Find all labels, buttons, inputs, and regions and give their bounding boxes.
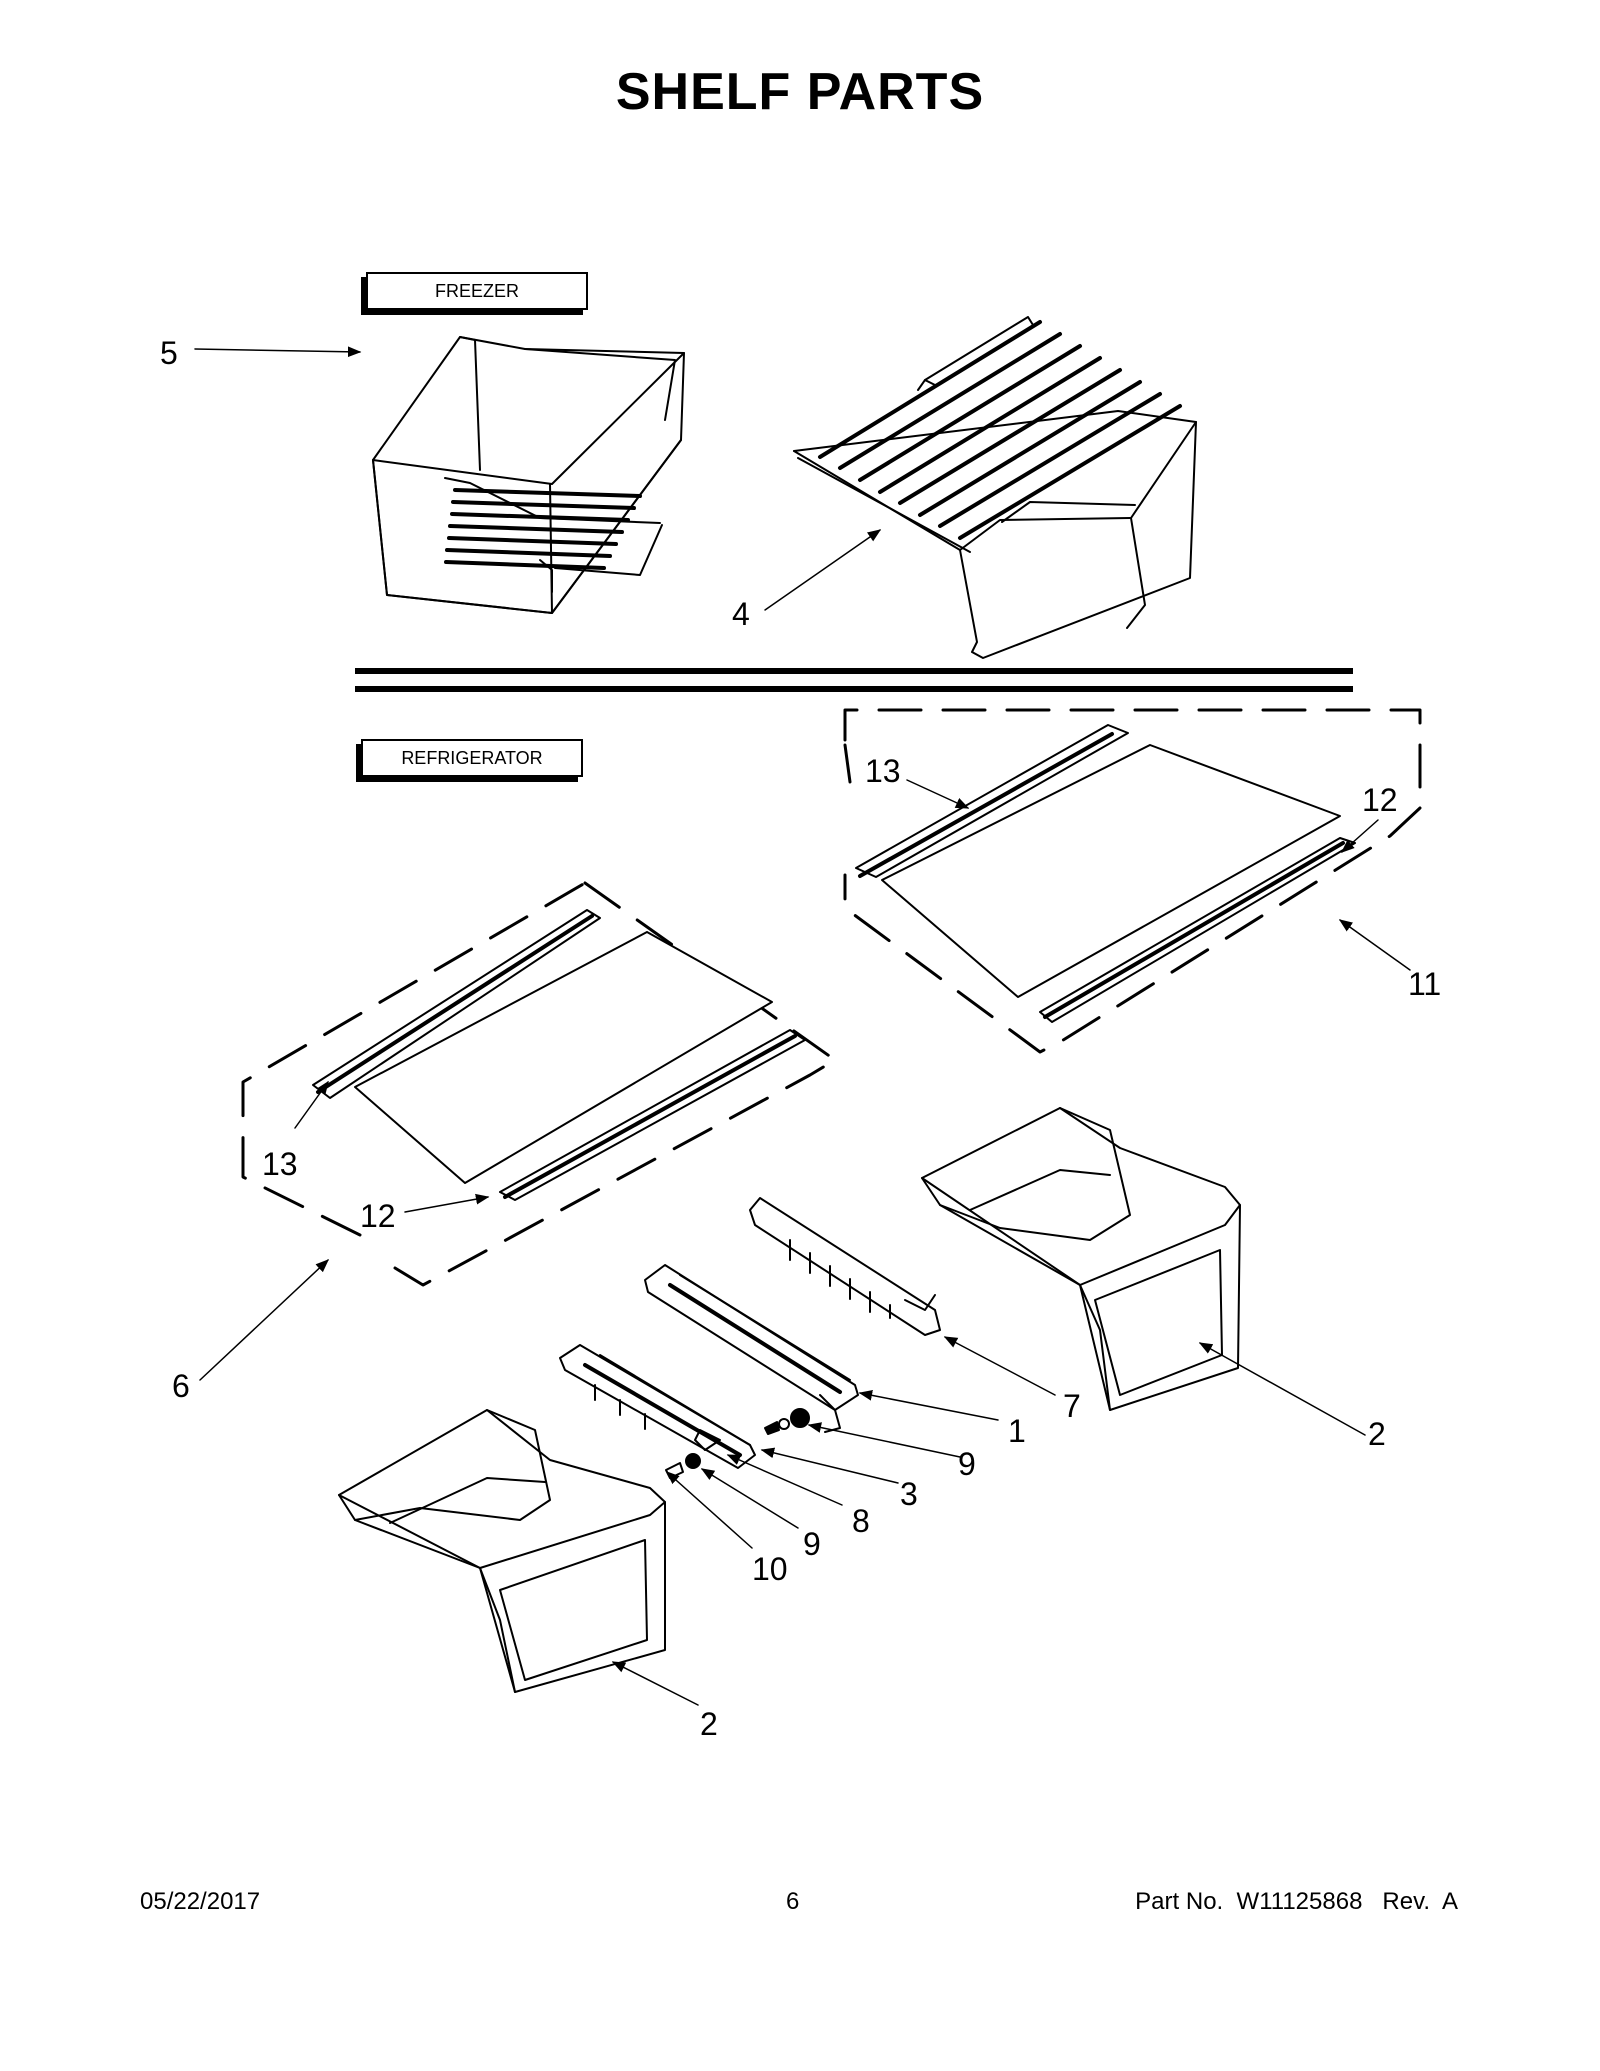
drawer-rail-part-7 — [749, 1197, 941, 1336]
drawer-rail-part-3 — [559, 1344, 756, 1469]
callout-9-upper: 9 — [958, 1446, 976, 1482]
callout-6: 6 — [172, 1368, 190, 1404]
callout-2-bottom: 2 — [700, 1706, 718, 1742]
leader-arrows — [194, 346, 1411, 1706]
callout-13-lower: 13 — [262, 1146, 298, 1182]
glass-shelf-assembly-part-6 — [241, 881, 837, 1287]
drawer-rail-part-1 — [644, 1264, 859, 1433]
crisper-drawer-part-2-bottom — [338, 1409, 666, 1693]
section-divider-top — [355, 668, 1353, 674]
freezer-section-label: FREEZER — [366, 272, 588, 310]
wire-freezer-shelf-part-4 — [793, 316, 1197, 659]
callout-9-lower: 9 — [803, 1526, 821, 1562]
crisper-drawer-part-2-right — [921, 1107, 1241, 1411]
callout-12-lower: 12 — [360, 1198, 396, 1234]
glass-shelf-assembly-part-11 — [843, 708, 1422, 1054]
footer-part-number: Part No. W11125868 Rev. A — [1135, 1888, 1458, 1915]
page-title: SHELF PARTS — [615, 63, 985, 121]
callout-12-upper: 12 — [1362, 782, 1398, 818]
section-divider-bottom — [355, 686, 1353, 692]
refrigerator-section-label: REFRIGERATOR — [361, 739, 583, 777]
callout-2-right: 2 — [1368, 1416, 1386, 1452]
callout-3: 3 — [900, 1476, 918, 1512]
callout-5: 5 — [160, 335, 178, 371]
callout-11: 11 — [1408, 966, 1442, 1002]
footer-page-number: 6 — [786, 1888, 800, 1915]
callout-13-upper: 13 — [865, 753, 901, 789]
callout-1: 1 — [1008, 1413, 1026, 1449]
footer-date: 05/22/2017 — [140, 1888, 261, 1915]
fastener-parts — [665, 1408, 810, 1479]
callout-10: 10 — [752, 1551, 788, 1587]
callout-7: 7 — [1063, 1388, 1081, 1424]
callout-4: 4 — [732, 596, 750, 632]
freezer-basket-part-5 — [372, 336, 685, 614]
callout-8: 8 — [852, 1503, 870, 1539]
